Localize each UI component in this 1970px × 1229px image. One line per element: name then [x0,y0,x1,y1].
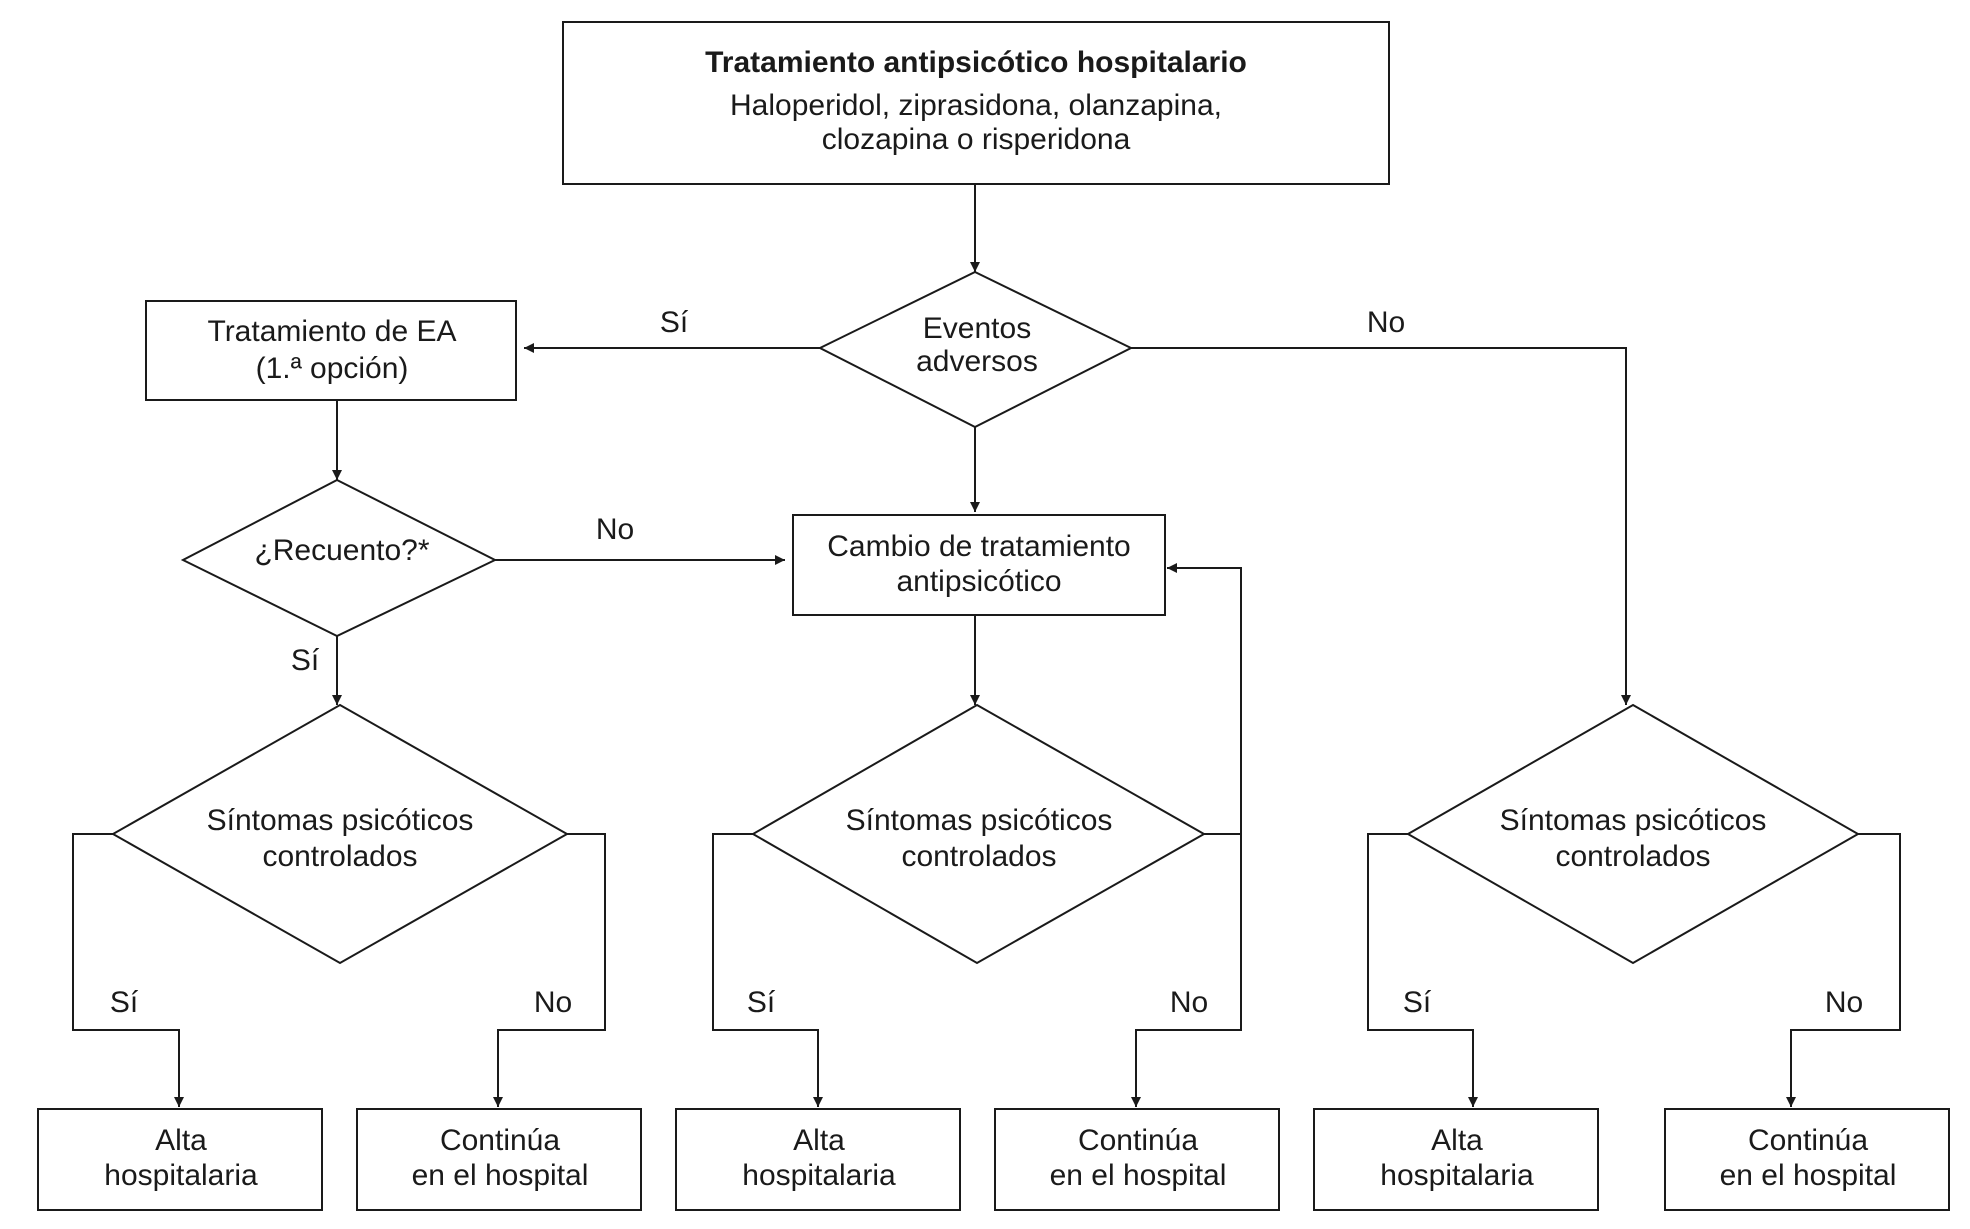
change-treatment-box: Cambio de tratamiento antipsicótico [792,514,1166,616]
arrow-middle-no-loop-back [1167,563,1242,1030]
symptoms-left-line1: Síntomas psicóticos [207,804,474,837]
symptoms-decision-middle: Síntomas psicóticos controlados [750,703,1207,965]
top-treatment-title: Tratamiento antipsicótico hospitalario [705,46,1247,79]
adverse-events-label-line2: adversos [916,345,1038,378]
stay-right-line2: en el hospital [1720,1159,1897,1192]
outcome-stay-right: Continúa en el hospital [1664,1108,1950,1211]
recount-no-label: No [596,513,634,546]
adverse-events-decision: Eventos adversos [817,270,1134,429]
symptoms-middle-line1: Síntomas psicóticos [846,804,1113,837]
arrow-middle-yes-to-discharge [712,833,823,1107]
adverse-no-label: No [1367,306,1405,339]
discharge-right-line2: hospitalaria [1380,1159,1534,1192]
outcome-stay-left: Continúa en el hospital [356,1108,642,1211]
top-treatment-box: Tratamiento antipsicótico hospitalario H… [562,21,1390,185]
discharge-right-line1: Alta [1431,1124,1483,1157]
left-yes-label: Sí [110,986,139,1019]
arrow-left-yes-to-discharge [72,833,184,1107]
outcome-discharge-right: Alta hospitalaria [1313,1108,1599,1211]
symptoms-left-line2: controlados [262,840,417,873]
connectors [72,184,1901,1107]
symptoms-decision-left: Síntomas psicóticos controlados [110,703,570,965]
ea-treatment-box: Tratamiento de EA (1.ª opción) [145,300,517,401]
top-treatment-drugs-line1: Haloperidol, ziprasidona, olanzapina, [730,89,1222,122]
symptoms-right-line2: controlados [1555,840,1710,873]
symptoms-middle-line2: controlados [901,840,1056,873]
recount-yes-label: Sí [291,644,320,677]
recount-label: ¿Recuento?* [254,534,429,567]
arrow-right-no-to-stay [1786,833,1901,1107]
stay-left-line1: Continúa [440,1124,560,1157]
ea-treatment-line2: (1.ª opción) [256,352,409,385]
top-treatment-drugs-line2: clozapina o risperidona [822,123,1131,156]
stay-left-line2: en el hospital [412,1159,589,1192]
arrow-left-no-to-stay [493,833,606,1107]
arrow-middle-no-to-stay [1131,833,1242,1107]
arrow-adverse-no-to-right [1131,347,1631,705]
stay-middle-line2: en el hospital [1050,1159,1227,1192]
ea-treatment-line1: Tratamiento de EA [207,315,456,348]
right-no-label: No [1825,986,1863,1019]
outcome-discharge-left: Alta hospitalaria [37,1108,323,1211]
right-yes-label: Sí [1403,986,1432,1019]
recount-decision: ¿Recuento?* [180,478,498,638]
arrow-right-yes-to-discharge [1367,833,1478,1107]
discharge-left-line1: Alta [155,1124,207,1157]
middle-no-label: No [1170,986,1208,1019]
discharge-left-line2: hospitalaria [104,1159,258,1192]
change-treatment-line2: antipsicótico [896,565,1061,598]
left-no-label: No [534,986,572,1019]
middle-yes-label: Sí [747,986,776,1019]
stay-right-line1: Continúa [1748,1124,1868,1157]
discharge-middle-line2: hospitalaria [742,1159,896,1192]
outcome-stay-middle: Continúa en el hospital [994,1108,1280,1211]
stay-middle-line1: Continúa [1078,1124,1198,1157]
discharge-middle-line1: Alta [793,1124,845,1157]
outcome-discharge-middle: Alta hospitalaria [675,1108,961,1211]
change-treatment-line1: Cambio de tratamiento [827,530,1131,563]
adverse-events-label-line1: Eventos [923,312,1031,345]
symptoms-right-line1: Síntomas psicóticos [1500,804,1767,837]
symptoms-decision-right: Síntomas psicóticos controlados [1405,703,1861,965]
adverse-yes-label: Sí [660,306,689,339]
